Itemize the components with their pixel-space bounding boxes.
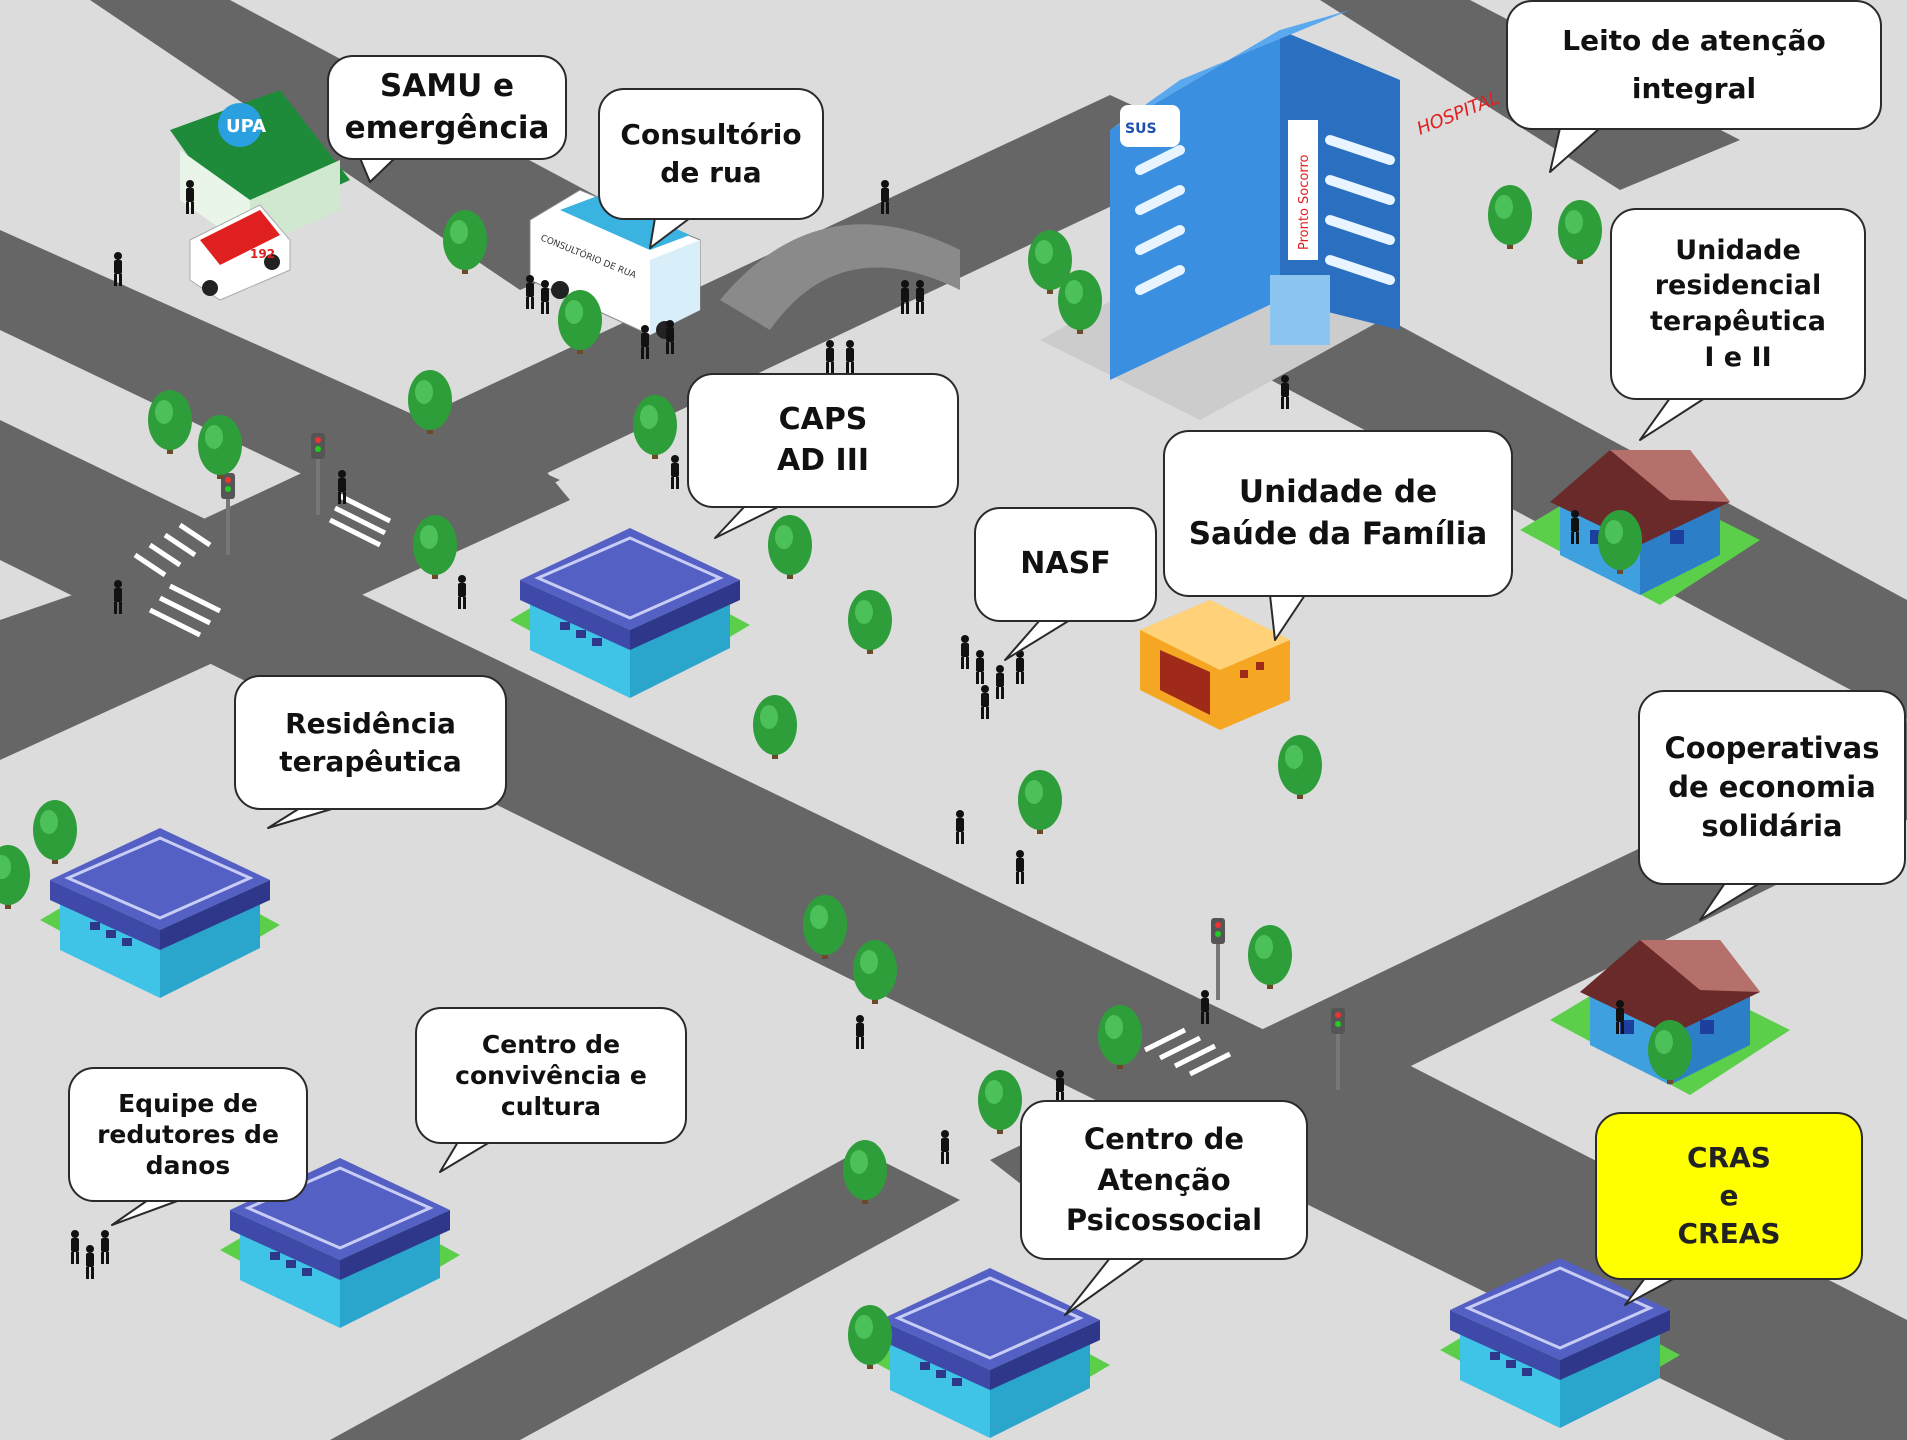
- person-icon: [526, 275, 534, 309]
- consultorio-bubble: Consultório de rua: [598, 88, 824, 220]
- tree-icon: [978, 1070, 1022, 1134]
- hospital-entrance: [1270, 275, 1330, 345]
- tree-icon: [0, 845, 30, 909]
- hospital-sign: HOSPITAL: [1414, 88, 1503, 140]
- tree-icon: [198, 415, 242, 479]
- sus-sign-box: [1120, 105, 1180, 147]
- upa-24h-sign: 24h: [196, 150, 219, 163]
- hospital-building: Pronto Socorro HOSPITAL SUS: [1040, 10, 1503, 420]
- person-icon: [856, 1015, 864, 1049]
- person-icon: [1016, 850, 1024, 884]
- tree-icon: [753, 695, 797, 759]
- leito-bubble: Leito de atenção integral: [1506, 0, 1882, 130]
- person-icon: [101, 1230, 109, 1264]
- caps-psico-bubble-tail: [1064, 1257, 1146, 1316]
- person-icon: [956, 810, 964, 844]
- cooperativas-bubble: Cooperativas de economia solidária: [1638, 690, 1906, 885]
- redutores-bubble: Equipe de redutores de danos: [68, 1067, 308, 1202]
- tree-icon: [33, 800, 77, 864]
- person-icon: [671, 455, 679, 489]
- sus-sign: SUS: [1125, 121, 1157, 137]
- samu-bubble: SAMU e emergência: [327, 55, 567, 160]
- urt-bubble-tail: [1639, 397, 1706, 441]
- tree-icon: [1558, 200, 1602, 264]
- bubble-tails: [111, 127, 1761, 1316]
- tree-icon: [413, 515, 457, 579]
- person-icon: [86, 1245, 94, 1279]
- tree-icon: [768, 515, 812, 579]
- hospital-window-stripes: [1135, 135, 1395, 295]
- tree-icon: [148, 390, 192, 454]
- pronto-socorro-panel: [1288, 120, 1318, 260]
- ambulance-number: 192: [250, 247, 275, 261]
- residencia-bubble: Residência terapêutica: [234, 675, 507, 810]
- caps-psico-building: [868, 1266, 1112, 1440]
- person-icon: [996, 665, 1004, 699]
- person-icon: [71, 1230, 79, 1264]
- person-icon: [901, 280, 909, 314]
- person-icon: [186, 180, 194, 214]
- usf-bubble-tail: [1269, 594, 1306, 641]
- ambulance-icon: 192: [189, 204, 291, 301]
- tree-icon: [1248, 925, 1292, 989]
- person-icon: [1016, 650, 1024, 684]
- crosswalk-3: [148, 583, 222, 638]
- nasf-bubble: NASF: [974, 507, 1157, 622]
- caps-bubble: CAPS AD III: [687, 373, 959, 508]
- tree-icon: [633, 395, 677, 459]
- person-icon: [1056, 1070, 1064, 1104]
- person-icon: [114, 252, 122, 286]
- road-bottom-right: [1280, 1040, 1907, 1400]
- caps-ad-building: [508, 526, 752, 700]
- road-right-upper: [1140, 250, 1907, 720]
- upa-building: UPA 24h: [170, 90, 350, 250]
- residencia-bubble-tail: [267, 807, 336, 829]
- crosswalk-2: [328, 493, 392, 548]
- cras-bubble: CRAS e CREAS: [1595, 1112, 1863, 1280]
- crosswalks: [133, 493, 1232, 1077]
- person-icon: [541, 280, 549, 314]
- redutores-bubble-tail: [111, 1199, 181, 1226]
- pronto-socorro-sign: Pronto Socorro: [1297, 154, 1312, 250]
- urt-bubble: Unidade residencial terapêutica I e II: [1610, 208, 1866, 400]
- person-icon: [846, 340, 854, 374]
- road-bottom: [330, 1150, 960, 1440]
- person-icon: [916, 280, 924, 314]
- tree-icon: [1488, 185, 1532, 249]
- person-icon: [981, 685, 989, 719]
- usf-building: [1140, 600, 1290, 730]
- person-icon: [976, 650, 984, 684]
- crosswalk-4: [1143, 1027, 1232, 1077]
- overpass: [720, 224, 960, 330]
- traffic-light-icon: [1211, 918, 1225, 1000]
- caps-psico-bubble: Centro de Atenção Psicossocial: [1020, 1100, 1308, 1260]
- usf-bubble: Unidade de Saúde da Família: [1163, 430, 1513, 597]
- convivencia-bubble: Centro de convivência e cultura: [415, 1007, 687, 1144]
- tree-icon: [443, 210, 487, 274]
- person-icon: [458, 575, 466, 609]
- residencia-building: [38, 826, 282, 1000]
- crosswalk-1: [133, 522, 212, 578]
- person-icon: [1281, 375, 1289, 409]
- convivencia-bubble-tail: [439, 1141, 491, 1173]
- tree-icon: [1278, 735, 1322, 799]
- person-icon: [826, 340, 834, 374]
- tree-icon: [848, 590, 892, 654]
- person-icon: [941, 1130, 949, 1164]
- upa-sign: UPA: [226, 116, 266, 137]
- nasf-bubble-tail: [1004, 619, 1071, 661]
- person-icon: [961, 635, 969, 669]
- road-upper-left: [0, 230, 560, 540]
- tree-icon: [1018, 770, 1062, 834]
